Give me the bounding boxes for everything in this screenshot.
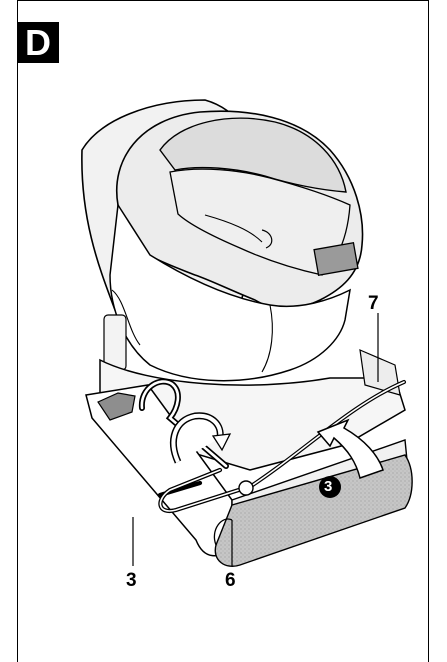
paper-clamp-block <box>97 392 136 421</box>
section-badge: D <box>17 22 59 63</box>
callout-3: 3 <box>126 570 137 591</box>
figure-frame <box>17 0 429 662</box>
callout-7: 7 <box>368 293 379 314</box>
rear-bumper <box>359 349 401 396</box>
dust-port-window <box>313 241 359 277</box>
step-marker-number: 3 <box>324 478 333 495</box>
rotation-arrow-inner <box>171 413 223 463</box>
rotation-arrow-head <box>211 433 232 452</box>
sander-head-face <box>169 168 351 276</box>
figure-frame-top <box>17 0 429 1</box>
grip-contour-right <box>261 304 273 373</box>
step-marker-circle <box>319 476 341 498</box>
callout-6: 6 <box>225 570 236 591</box>
sander-head-top <box>159 117 347 193</box>
clamping-bracket-highlight <box>140 380 228 468</box>
sheet-curl <box>213 518 233 546</box>
grip-contour <box>111 289 141 346</box>
housing-detail-curve <box>261 229 273 249</box>
housing-detail-line <box>204 214 263 243</box>
lever-pivot <box>238 480 254 496</box>
clamp-lever-highlight <box>159 469 246 512</box>
sander-grip <box>109 202 351 382</box>
push-arrow <box>316 418 384 479</box>
side-switch <box>103 314 127 371</box>
sanding-sheet <box>214 454 413 567</box>
